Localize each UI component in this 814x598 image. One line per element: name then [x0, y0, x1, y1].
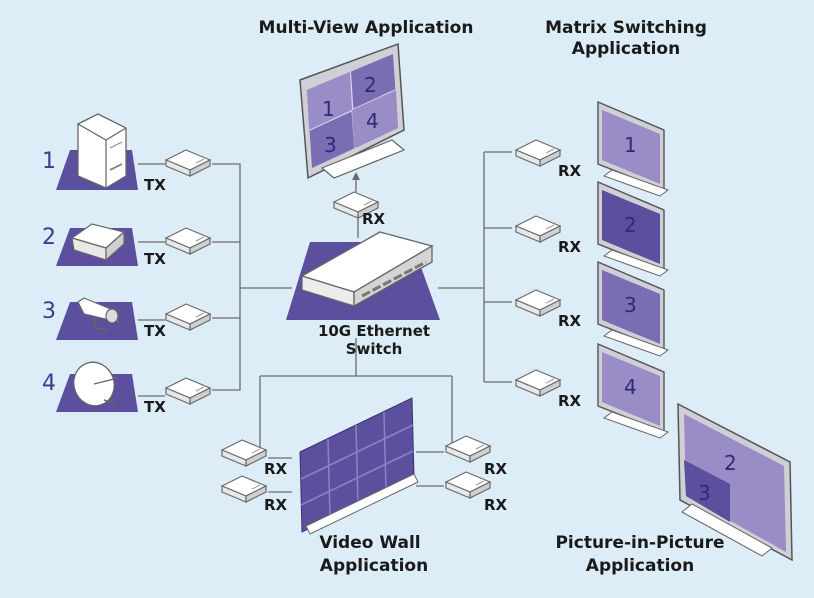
source-number-2: 2 [42, 225, 56, 250]
multiview-quadrant-4: 4 [366, 109, 379, 133]
tx-label-1: TX [144, 176, 166, 194]
source-4-satellite-dish [56, 361, 138, 412]
multiview-quadrant-3: 3 [324, 133, 337, 157]
source-1-pc [56, 113, 138, 190]
matrix-rx-label-4: RX [558, 392, 582, 410]
matrix-rx-box-3 [515, 289, 561, 317]
video-wall [299, 397, 419, 535]
videowall-title-line2: Application [320, 556, 428, 576]
source-number-4: 4 [42, 371, 56, 396]
videowall-rx-label-1: RX [264, 460, 288, 478]
multiview-quadrant-1: 1 [322, 97, 335, 121]
source-3-camera [56, 297, 138, 340]
matrix-title-line2: Application [572, 39, 680, 59]
tx-box-2 [165, 227, 211, 255]
tx-box-3 [165, 303, 211, 331]
matrix-rx-label-3: RX [558, 312, 582, 330]
videowall-rx-label-2: RX [264, 496, 288, 514]
pip-monitor: 2 3 [677, 402, 793, 562]
tx-box-1 [165, 149, 211, 177]
matrix-monitor-2: 2 [597, 180, 670, 277]
multiview-title: Multi-View Application [259, 18, 474, 38]
videowall-rx-label-3: RX [484, 460, 508, 478]
multiview-quadrant-2: 2 [364, 73, 377, 97]
matrix-screen-number-1: 1 [624, 133, 637, 157]
ethernet-switch [286, 231, 440, 320]
multiview-rx-label: RX [362, 210, 386, 228]
tx-label-2: TX [144, 250, 166, 268]
pip-inset-number: 3 [698, 481, 711, 505]
tx-box-4 [165, 377, 211, 405]
matrix-rx-label-1: RX [558, 162, 582, 180]
pip-title-line2: Application [586, 556, 694, 576]
matrix-monitor-4: 4 [597, 342, 670, 439]
pip-title-line1: Picture-in-Picture [555, 533, 724, 553]
switch-label-line1: 10G Ethernet [318, 322, 430, 340]
source-number-3: 3 [42, 299, 56, 324]
matrix-screen-number-2: 2 [624, 213, 637, 237]
matrix-screen-number-4: 4 [624, 375, 637, 399]
switch-label-line2: Switch [346, 340, 403, 358]
tx-label-3: TX [144, 322, 166, 340]
matrix-monitor-1: 1 [597, 100, 670, 197]
pip-main-number: 2 [724, 451, 737, 475]
source-number-1: 1 [42, 149, 56, 174]
connection-lines [138, 151, 512, 493]
matrix-title-line1: Matrix Switching [545, 18, 707, 38]
multiview-monitor: 1 2 3 4 [299, 42, 406, 180]
matrix-rx-box-2 [515, 215, 561, 243]
matrix-rx-label-2: RX [558, 238, 582, 256]
matrix-monitor-3: 3 [597, 260, 670, 357]
matrix-rx-box-1 [515, 139, 561, 167]
videowall-rx-label-4: RX [484, 496, 508, 514]
tx-label-4: TX [144, 398, 166, 416]
source-2-set-top-box [56, 223, 138, 266]
videowall-rx-box-2 [221, 475, 267, 503]
matrix-rx-box-4 [515, 369, 561, 397]
matrix-screen-number-3: 3 [624, 293, 637, 317]
videowall-title-line1: Video Wall [319, 533, 420, 553]
